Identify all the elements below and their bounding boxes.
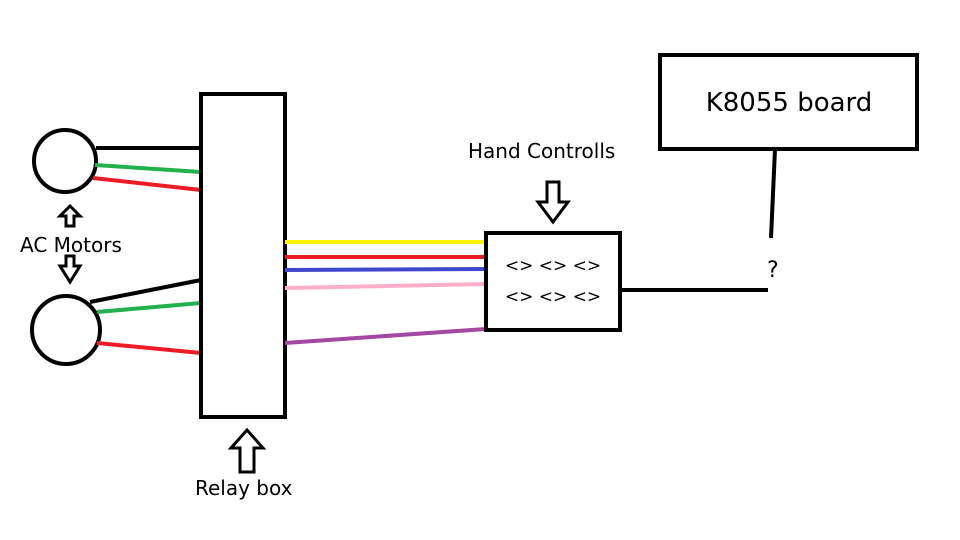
hand-controls-buttons-row-2: <> <> <> xyxy=(505,287,601,307)
motor-bottom-red-wire xyxy=(96,341,202,355)
motor-bottom-green-wire xyxy=(96,301,202,314)
up-arrow-icon xyxy=(227,427,267,474)
hand-controls-label: Hand Controlls xyxy=(468,139,615,163)
relay-box xyxy=(199,92,287,419)
purple-wire xyxy=(284,327,487,345)
unknown-connection-label: ? xyxy=(767,258,779,283)
k8055-board-label: K8055 board xyxy=(706,88,873,118)
motor-bottom-black-wire xyxy=(89,278,202,304)
double-arrow-icon xyxy=(56,203,84,285)
ac-motor-bottom xyxy=(30,294,102,366)
hand-controls-buttons-row-1: <> <> <> xyxy=(505,256,601,276)
down-arrow-icon xyxy=(535,180,571,225)
pink-wire xyxy=(284,282,487,290)
blue-wire xyxy=(284,267,487,272)
hand-controls-box xyxy=(484,231,622,332)
motor-top-green-wire xyxy=(94,163,202,174)
relay-box-label: Relay box xyxy=(195,476,293,500)
ac-motor-top xyxy=(32,128,98,194)
motor-top-red-wire xyxy=(92,176,202,192)
ac-motors-label: AC Motors xyxy=(20,233,122,257)
k8055-board xyxy=(658,53,919,151)
k8055-output-wire xyxy=(769,148,777,239)
